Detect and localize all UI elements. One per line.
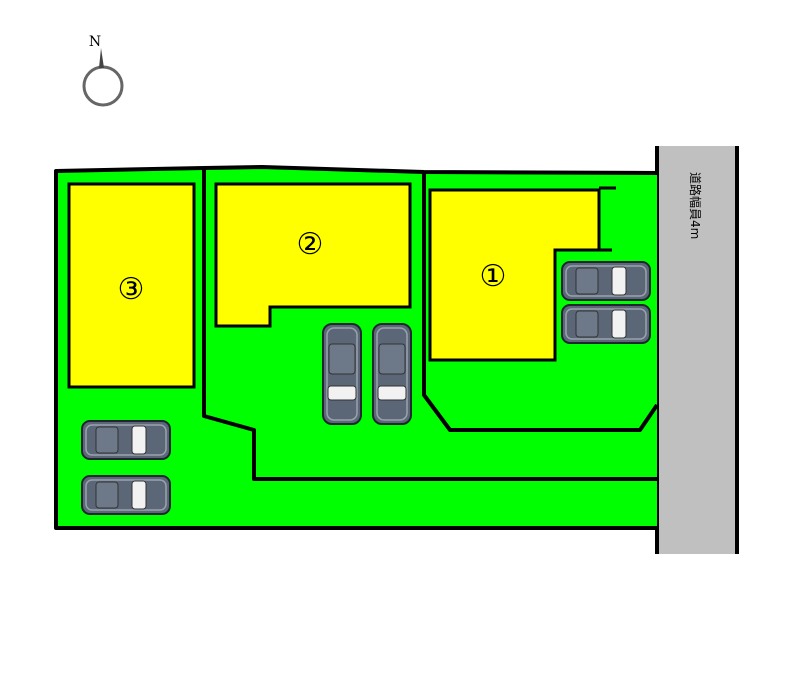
north-label: N	[89, 34, 101, 50]
building-lot-2	[214, 182, 412, 328]
north-arrow-icon	[82, 48, 124, 107]
car-icon	[322, 323, 362, 425]
car-icon	[372, 323, 412, 425]
lot-label-3: ③	[118, 272, 145, 307]
building-lot-1	[428, 188, 601, 362]
car-icon	[561, 261, 651, 301]
lot-label-1: ①	[480, 259, 507, 294]
boundary-lot-3-2	[202, 168, 657, 481]
car-icon	[81, 475, 171, 515]
car-icon	[81, 420, 171, 460]
road-surface	[657, 146, 737, 554]
road-width-label: 道路幅員4m	[688, 172, 703, 239]
road: 道路幅員4m	[655, 146, 739, 554]
compass: N	[82, 34, 124, 107]
buildings	[67, 182, 601, 389]
car-icon	[561, 304, 651, 344]
lot-boundaries	[54, 165, 659, 530]
boundary-lot-2-1	[422, 172, 659, 432]
lot-label-2: ②	[297, 227, 324, 262]
building-lot-3	[67, 182, 196, 389]
